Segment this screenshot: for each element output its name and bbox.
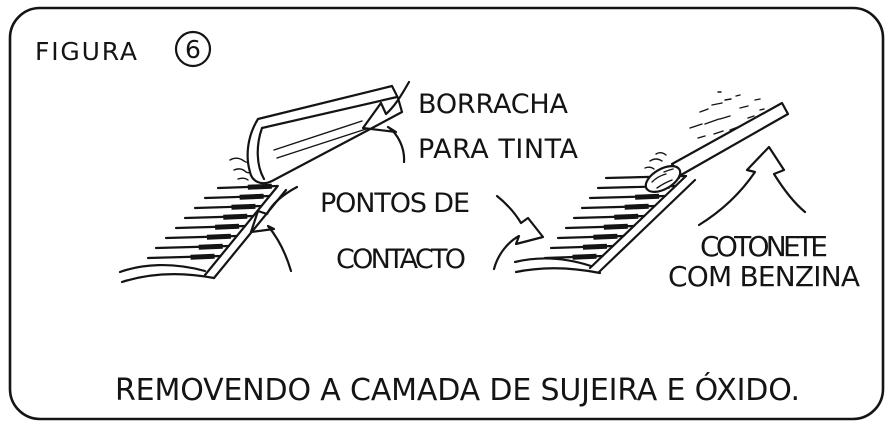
contact-pad: [635, 193, 660, 200]
board-surface-line: [118, 264, 207, 274]
right-illustration: [492, 91, 807, 275]
board-surface-line: [514, 267, 602, 275]
figure-caption: REMOVENDO A CAMADA DE SUJEIRA E ÓXIDO.: [115, 371, 800, 408]
contact-pad: [624, 203, 649, 210]
eraser-label-line2: PARA TINTA: [418, 134, 579, 165]
board-edge: [597, 178, 697, 274]
contact-pad: [582, 243, 608, 250]
dirt-marks: [644, 152, 667, 170]
contact-pad: [239, 193, 264, 200]
swab-label-line1: COTONETE: [700, 230, 828, 263]
contact-pad: [603, 223, 628, 230]
board-surface-line: [513, 257, 593, 268]
eraser-body: [246, 84, 404, 185]
swab-arrow: [697, 145, 807, 227]
eraser-shading: [276, 128, 367, 159]
contacts-label-line2: CONTACTO: [336, 244, 466, 275]
contact-pad: [206, 233, 232, 240]
dirt-texture: [644, 91, 765, 170]
swab-cotton-texture: [651, 168, 674, 189]
cotton-swab: [644, 101, 790, 193]
contact-pad: [214, 223, 240, 230]
contact-pad: [247, 183, 272, 190]
figure-frame: [8, 6, 885, 421]
contact-pad: [223, 213, 248, 220]
eraser: [246, 84, 404, 185]
eraser-label-line1: BORRACHA: [418, 89, 569, 120]
contact-pad: [614, 213, 639, 220]
left-circuit-board: [118, 183, 288, 284]
contact-pad: [572, 253, 597, 260]
contacts-arrow-right: [492, 194, 545, 271]
swab-cotton-tip: [644, 165, 682, 193]
swab-stick: [670, 101, 790, 177]
eraser-arrow: [361, 80, 411, 164]
board-edge: [588, 174, 688, 270]
contact-pad: [231, 203, 256, 210]
contacts-arrow-left: [249, 185, 299, 273]
right-circuit-board: [513, 173, 697, 275]
contact-pad: [198, 243, 223, 250]
debris-mark: [237, 177, 249, 181]
figure-number: 6: [185, 35, 201, 64]
contact-pad: [190, 253, 215, 260]
board-surface-line: [120, 273, 216, 284]
eraser-end-face: [256, 126, 266, 181]
figure-number-circle: [174, 30, 212, 68]
eraser-shading: [273, 120, 363, 151]
contact-fingers: [146, 183, 279, 260]
contact-pad: [593, 233, 618, 240]
left-illustration: [118, 80, 411, 284]
swab-label-line2: COM BENZINA: [668, 260, 860, 293]
figure-label: FIGURA: [35, 37, 137, 66]
contacts-label-line1: PONTOS DE: [320, 188, 470, 219]
board-edge: [203, 185, 279, 277]
contact-fingers: [543, 173, 688, 260]
eraser-bevel: [260, 95, 399, 130]
